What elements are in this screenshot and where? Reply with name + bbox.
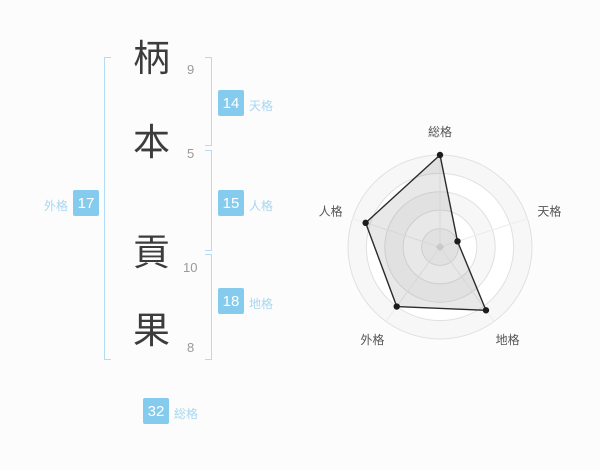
gaikaku-label: 外格 <box>44 199 69 213</box>
name-char-3: 貢 <box>133 232 170 273</box>
gaikaku-value-badge: 17 <box>73 190 99 216</box>
radar-axis-label: 天格 <box>537 203 561 218</box>
chikaku-label: 地格 <box>249 297 274 311</box>
tenkaku-value-badge: 14 <box>218 90 244 116</box>
radar-axis-label: 人格 <box>319 203 343 218</box>
tenkaku-bracket <box>205 57 212 146</box>
soukaku-value-badge: 32 <box>143 398 169 424</box>
stroke-count-3: 10 <box>183 260 198 275</box>
name-char-4: 果 <box>133 310 170 351</box>
radar-axis-label: 外格 <box>360 332 384 347</box>
radar-axis-label: 総格 <box>428 124 452 139</box>
chikaku-value-badge: 18 <box>218 288 244 314</box>
name-char-2: 本 <box>133 122 170 163</box>
jinkaku-label: 人格 <box>249 199 274 213</box>
jinkaku-value-badge: 15 <box>218 190 244 216</box>
name-char-1: 柄 <box>133 38 170 79</box>
radar-axis-label: 地格 <box>496 332 520 347</box>
jinkaku-bracket <box>205 150 212 251</box>
chikaku-bracket <box>205 254 212 360</box>
stroke-count-4: 8 <box>187 340 195 355</box>
soukaku-label: 総格 <box>174 407 199 421</box>
stroke-count-1: 9 <box>187 62 195 77</box>
gaikaku-bracket <box>104 57 111 360</box>
stroke-count-2: 5 <box>187 146 195 161</box>
tenkaku-label: 天格 <box>249 99 274 113</box>
